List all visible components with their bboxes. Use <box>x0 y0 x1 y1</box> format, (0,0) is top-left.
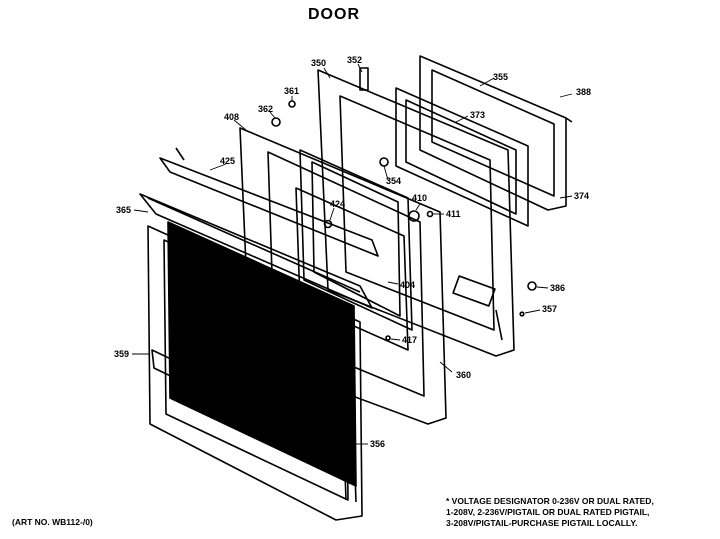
callout-363: 363 <box>284 355 300 365</box>
callout-411: 411 <box>446 209 461 219</box>
washer-362 <box>271 117 281 127</box>
callout-350: 350 <box>311 58 327 68</box>
screw-361 <box>288 100 296 108</box>
bracket-410 <box>408 210 420 222</box>
callout-416-left: 416 <box>178 388 194 398</box>
callout-424: 424 <box>330 199 346 209</box>
callout-357: 357 <box>542 304 558 314</box>
window-glass <box>299 149 413 331</box>
screw-411 <box>426 210 434 218</box>
voltage-notes: * VOLTAGE DESIGNATOR 0-236V OR DUAL RATE… <box>446 496 654 529</box>
note-line-2: 1-208V, 2-236V/PIGTAIL OR DUAL RATED PIG… <box>446 507 650 517</box>
callout-410: 410 <box>412 193 428 203</box>
side-strip <box>339 329 357 503</box>
callout-417: 417 <box>402 335 418 345</box>
top-trim <box>159 147 379 257</box>
callout-425: 425 <box>220 156 236 166</box>
note-line-3: 3-208V/PIGTAIL-PURCHASE PIGTAIL LOCALLY. <box>446 518 638 528</box>
dark-door-glass <box>167 221 357 487</box>
callout-416-right: 416 <box>336 347 352 357</box>
diagram-title: DOOR <box>308 6 360 23</box>
bottom-trim <box>151 349 349 463</box>
callout-359: 359 <box>114 349 130 359</box>
callout-418: 418 <box>212 410 228 420</box>
clip-363 <box>294 366 302 374</box>
callout-361: 361 <box>284 86 300 96</box>
callout-388: 388 <box>576 87 592 97</box>
note-line-1: * VOLTAGE DESIGNATOR 0-236V OR DUAL RATE… <box>446 496 654 506</box>
callout-374: 374 <box>574 191 590 201</box>
door-liner <box>317 67 515 357</box>
callout-422: 422 <box>312 336 328 346</box>
callout-386: 386 <box>550 283 566 293</box>
callout-365: 365 <box>116 205 132 215</box>
inner-panel-373 <box>395 87 529 227</box>
bracket-416-right <box>313 357 329 371</box>
callout-362: 362 <box>258 104 274 114</box>
callout-352: 352 <box>347 55 363 65</box>
callout-356: 356 <box>370 439 386 449</box>
callout-408: 408 <box>224 112 240 122</box>
front-top-trim <box>139 193 373 309</box>
screw-417 <box>385 335 391 341</box>
callout-355: 355 <box>493 72 509 82</box>
clip-424 <box>323 219 333 229</box>
callout-404: 404 <box>400 280 416 290</box>
clip-416-left <box>190 354 202 366</box>
callout-360: 360 <box>456 370 472 380</box>
callout-354: 354 <box>386 176 402 186</box>
bumper-386 <box>527 281 537 291</box>
screw-357 <box>519 311 525 317</box>
callout-373: 373 <box>470 110 486 120</box>
art-number: (ART NO. WB112-/0) <box>12 517 93 527</box>
clip-354 <box>379 157 389 167</box>
